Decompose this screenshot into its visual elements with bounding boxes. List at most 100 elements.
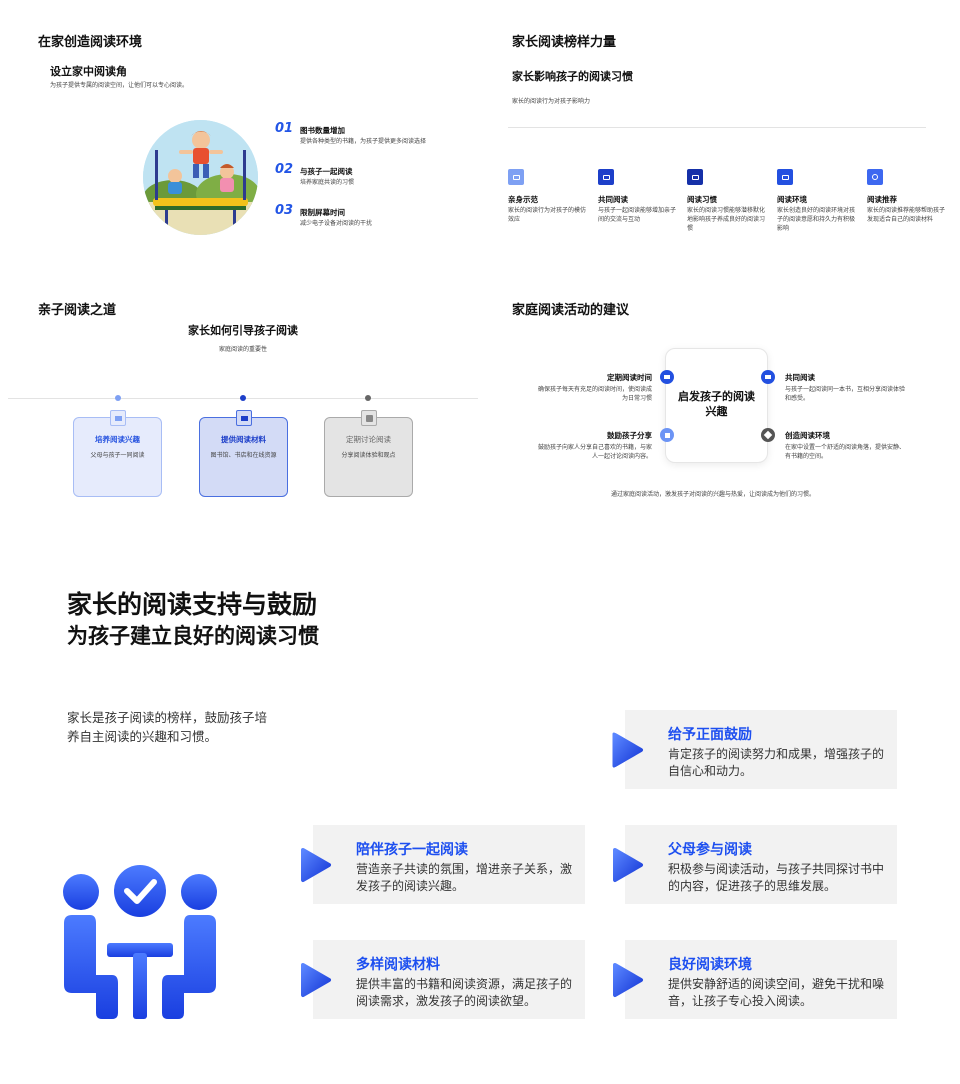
role-model-item: 亲身示范 家长的阅读行为对孩子的模仿效应 [508,169,588,224]
diverse-materials-card: 多样阅读材料 提供丰富的书籍和阅读资源，满足孩子的阅读需求，激发孩子的阅读欲望。 [313,940,585,1019]
item-desc: 培养家庭共读的习惯 [300,179,355,186]
activity-item: 鼓励孩子分享 鼓励孩子向家人分享自己喜欢的书籍，与家人一起讨论阅读内容。 [535,430,652,461]
item-title: 阅读习惯 [687,195,717,204]
card-desc: 营造亲子共读的氛围，增进亲子关系，激发孩子的阅读兴趣。 [356,862,573,893]
slide1-subtitle: 设立家中阅读角 [50,65,127,78]
card-title: 培养阅读兴趣 [95,435,140,444]
timeline-dot [115,395,121,401]
card-title: 陪伴孩子一起阅读 [356,842,468,858]
chat-icon [361,410,377,426]
book-icon [236,410,252,426]
activity-item: 创造阅读环境 在家中设置一个舒适的阅读角落，提供安静、有书籍的空间。 [785,430,905,461]
slide4-title: 家庭阅读活动的建议 [512,303,630,318]
item-desc: 与孩子一起阅读能够增加亲子间的交流与互动 [598,207,677,223]
card-desc: 提供丰富的书籍和阅读资源，满足孩子的阅读需求，激发孩子的阅读欲望。 [356,977,573,1008]
item-desc: 确保孩子每天有充足的阅读时间，使阅读成为日常习惯 [537,386,652,402]
item-desc: 家长的阅读行为对孩子的模仿效应 [508,207,587,223]
slide1-title: 在家创造阅读环境 [38,35,143,50]
center-text: 启发孩子的阅读兴趣 [678,390,755,418]
calendar-icon [660,370,674,384]
slide-family-reading-activities: 家庭阅读活动的建议 启发孩子的阅读兴趣 定期阅读时间 确保孩子每天有充足的阅读时… [480,270,960,540]
slide2-desc: 家长的阅读行为对孩子影响力 [512,98,591,105]
item-title: 鼓励孩子分享 [607,431,652,440]
item-desc: 减少电子设备对阅读的干扰 [300,220,373,227]
card-title: 定期讨论阅读 [346,435,391,444]
home-icon [761,428,775,442]
slide-parent-role-model: 家长阅读榜样力量 家长影响孩子的阅读习惯 家长的阅读行为对孩子影响力 亲身示范 … [480,0,960,270]
timeline-dot [365,395,371,401]
card-desc: 父母与孩子一同阅读 [90,452,145,459]
slide2-subtitle: 家长影响孩子的阅读习惯 [512,70,633,83]
role-model-item: 阅读推荐 家长的阅读推荐能够帮助孩子发现适合自己的阅读材料 [867,169,947,224]
item-desc: 提供各种类型的书籍，为孩子提供更多阅读选择 [300,138,427,145]
item-number: 03 [275,203,294,218]
slide4-footer: 通过家庭阅读活动，激发孩子对阅读的兴趣与热爱，让阅读成为他们的习惯。 [610,491,815,498]
guide-card: 定期讨论阅读 分享阅读体验和观点 [324,410,413,497]
kids-trampoline-illustration [143,120,258,235]
card-desc: 提供安静舒适的阅读空间，避免干扰和噪音，让孩子专心投入阅读。 [668,977,885,1008]
encourage-card: 给予正面鼓励 肯定孩子的阅读努力和成果，增强孩子的自信心和动力。 [625,710,897,789]
slide3-subtitle: 家长如何引导孩子阅读 [188,324,298,337]
item-desc: 家长的阅读推荐能够帮助孩子发现适合自己的阅读材料 [867,207,946,223]
timeline-dot [240,395,246,401]
play-arrow-icon [300,847,332,887]
good-environment-card: 良好阅读环境 提供安静舒适的阅读空间，避免干扰和噪音，让孩子专心投入阅读。 [625,940,897,1019]
item-desc: 家长创造良好的阅读环境对孩子的阅读意愿和持久力有积极影响 [777,207,856,232]
guide-card: 培养阅读兴趣 父母与孩子一同阅读 [73,410,162,497]
item-number: 01 [275,121,294,136]
book-icon [508,169,524,185]
slide5-title-line2: 为孩子建立良好的阅读习惯 [67,624,319,648]
slide1-desc: 为孩子提供专属的阅读空间，让他们可以专心阅读。 [50,82,189,89]
divider [508,127,926,128]
people-check-icon [62,865,218,1021]
item-title: 阅读推荐 [867,195,897,204]
item-number: 02 [275,162,294,177]
item-title: 定期阅读时间 [607,373,652,382]
item-title: 亲身示范 [508,195,538,204]
card-title: 父母参与阅读 [668,842,752,858]
book-icon [761,370,775,384]
role-model-item: 阅读习惯 家长的阅读习惯能够潜移默化地影响孩子养成良好的阅读习惯 [687,169,767,233]
card-title: 良好阅读环境 [668,957,752,973]
book-icon [777,169,793,185]
lightbulb-icon [867,169,883,185]
role-model-item: 阅读环境 家长创造良好的阅读环境对孩子的阅读意愿和持久力有积极影响 [777,169,857,233]
card-title: 给予正面鼓励 [668,727,752,743]
book-icon [687,169,703,185]
center-card: 启发孩子的阅读兴趣 [665,348,768,463]
slide-parent-child-reading: 亲子阅读之道 家长如何引导孩子阅读 家庭阅读的重要性 培养阅读兴趣 父母与孩子一… [0,270,480,540]
card-desc: 肯定孩子的阅读努力和成果，增强孩子的自信心和动力。 [668,747,885,778]
accompany-reading-card: 陪伴孩子一起阅读 营造亲子共读的氛围，增进亲子关系，激发孩子的阅读兴趣。 [313,825,585,904]
item-title: 共同阅读 [598,195,628,204]
slide3-title: 亲子阅读之道 [38,303,117,318]
guide-card: 提供阅读材料 图书馆、书店和在线资源 [199,410,288,497]
play-arrow-icon [612,732,644,772]
slide5-intro: 家长是孩子阅读的榜样，鼓励孩子培养自主阅读的兴趣和习惯。 [67,710,268,744]
book-icon [598,169,614,185]
item-desc: 与孩子一起阅读同一本书，互相分享阅读体验和感受。 [785,386,906,402]
play-arrow-icon [300,962,332,1002]
slide2-title: 家长阅读榜样力量 [512,35,617,50]
slide5-title-line1: 家长的阅读支持与鼓励 [67,590,318,619]
card-title: 提供阅读材料 [221,435,266,444]
item-desc: 在家中设置一个舒适的阅读角落，提供安静、有书籍的空间。 [785,444,906,460]
item-title: 创造阅读环境 [785,431,830,440]
item-title: 与孩子一起阅读 [300,167,353,176]
activity-item: 定期阅读时间 确保孩子每天有充足的阅读时间，使阅读成为日常习惯 [535,372,652,403]
item-title: 共同阅读 [785,373,815,382]
play-arrow-icon [612,847,644,887]
slide-reading-environment: 在家创造阅读环境 设立家中阅读角 为孩子提供专属的阅读空间，让他们可以专心阅读。 [0,0,480,270]
play-arrow-icon [612,962,644,1002]
share-icon [660,428,674,442]
item-title: 图书数量增加 [300,126,345,135]
item-title: 限制屏幕时间 [300,208,345,217]
item-desc: 家长的阅读习惯能够潜移默化地影响孩子养成良好的阅读习惯 [687,207,766,232]
slide-parent-support: 家长的阅读支持与鼓励 为孩子建立良好的阅读习惯 家长是孩子阅读的榜样，鼓励孩子培… [0,540,960,1084]
slide3-desc: 家庭阅读的重要性 [218,346,267,353]
card-title: 多样阅读材料 [356,957,440,973]
card-desc: 图书馆、书店和在线资源 [210,452,277,459]
item-title: 阅读环境 [777,195,807,204]
item-desc: 鼓励孩子向家人分享自己喜欢的书籍，与家人一起讨论阅读内容。 [537,444,652,460]
book-icon [110,410,126,426]
card-desc: 积极参与阅读活动，与孩子共同探讨书中的内容，促进孩子的思维发展。 [668,862,885,893]
